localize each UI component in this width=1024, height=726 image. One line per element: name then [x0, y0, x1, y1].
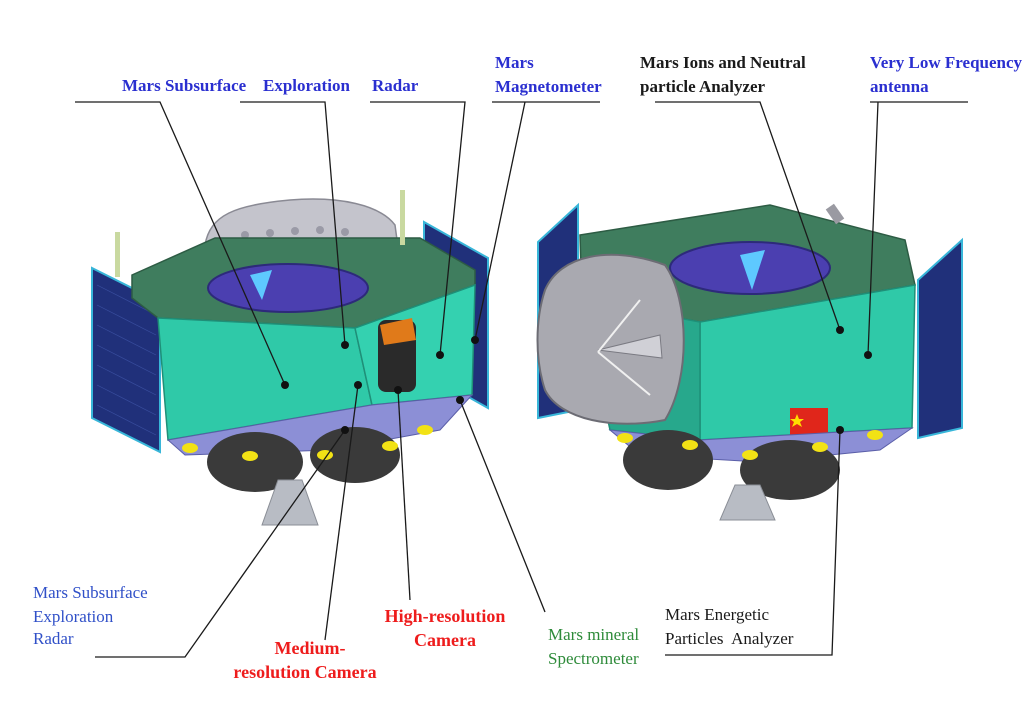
leader-mineral — [459, 399, 546, 613]
leader-high-camera — [397, 389, 411, 601]
leader-energetic — [665, 429, 841, 656]
label-energetic-1: Mars Energetic — [665, 605, 770, 624]
label-medium-camera-1: Medium- — [274, 638, 346, 658]
right-spacecraft — [536, 202, 963, 521]
left-nozzle — [261, 479, 319, 526]
right-solar-panel-right — [917, 237, 963, 440]
label-magnetometer-2: Magnetometer — [495, 77, 602, 96]
left-deck-opening — [207, 263, 369, 313]
right-nozzle — [719, 484, 776, 521]
leader-vlf — [867, 101, 968, 356]
leader-medium-camera — [324, 384, 359, 641]
leader-subsurface-radar-top-b — [240, 101, 346, 346]
leader-radar — [370, 101, 466, 356]
label-subsurface-radar-bottom-1: Mars Subsurface — [33, 583, 148, 602]
label-ions-2: particle Analyzer — [640, 77, 766, 96]
label-high-camera-1: High-resolution — [384, 606, 506, 626]
label-medium-camera-2: resolution Camera — [233, 662, 377, 682]
label-vlf-2: antenna — [870, 77, 929, 96]
label-subsurface-radar-top-3: Radar — [372, 76, 419, 95]
leader-ions — [655, 101, 841, 331]
label-magnetometer-1: Mars — [495, 53, 534, 72]
right-high-gain-antenna — [536, 253, 685, 425]
label-subsurface-radar-bottom-2: Exploration — [33, 607, 114, 626]
leader-magnetometer — [474, 101, 600, 341]
label-subsurface-radar-bottom-3: Radar — [33, 629, 74, 648]
label-subsurface-radar-top-1: Mars Subsurface — [122, 76, 247, 95]
label-high-camera-2: Camera — [414, 630, 476, 650]
leader-subsurface-radar-top-a — [75, 101, 286, 386]
label-mineral-1: Mars mineral — [548, 625, 640, 644]
left-spacecraft — [91, 190, 489, 526]
leader-subsurface-radar-bottom — [95, 429, 346, 658]
label-energetic-2: Particles Analyzer — [665, 629, 794, 648]
label-vlf-1: Very Low Frequency — [870, 53, 1023, 72]
leader-lines — [75, 101, 968, 658]
label-mineral-2: Spectrometer — [548, 649, 639, 668]
label-ions-1: Mars Ions and Neutral — [640, 53, 806, 72]
label-subsurface-radar-top-2: Exploration — [263, 76, 350, 95]
